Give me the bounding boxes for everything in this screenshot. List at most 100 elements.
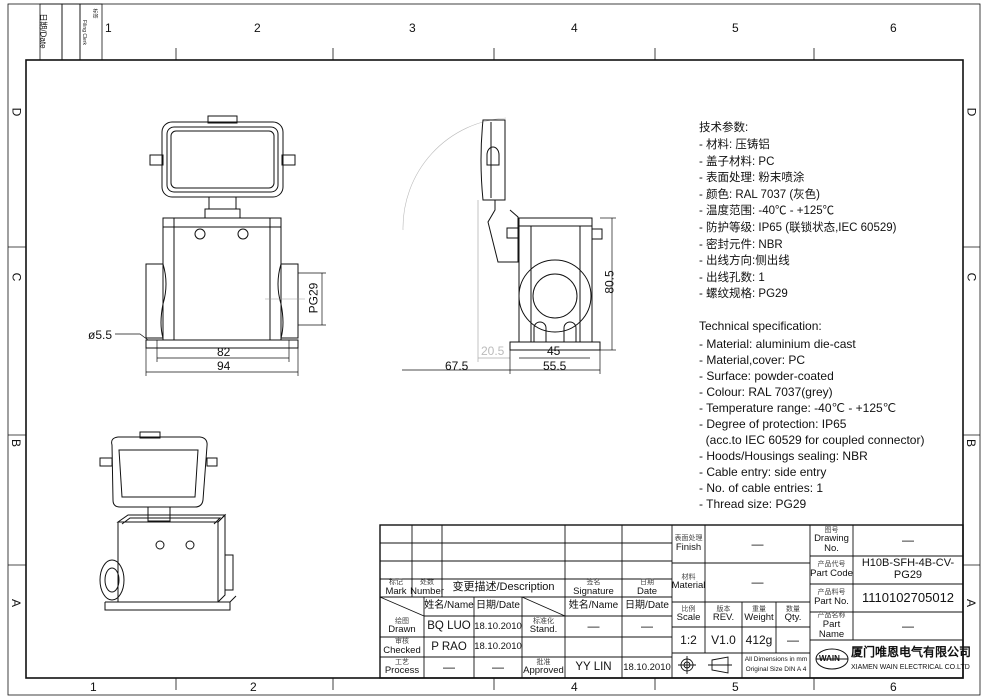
spec-en-line: - No. of cable entries: 1 xyxy=(699,481,824,495)
zone-row-a-right: A xyxy=(964,598,979,608)
tb-part-code-value: H10B-SFH-4B-CV-PG29 xyxy=(861,557,955,581)
spec-cn-line: - 表面处理: 粉末喷涂 xyxy=(699,172,805,185)
dim-67-5: 67.5 xyxy=(445,359,469,373)
dim-82: 82 xyxy=(217,345,231,359)
spec-en-list: - Material: aluminium die-cast - Materia… xyxy=(699,336,924,512)
spec-cn-line: - 螺纹规格: PG29 xyxy=(699,288,788,301)
tb-stand-date: — xyxy=(641,619,653,634)
tb-stand-name: — xyxy=(587,619,600,634)
zone-col-3: 3 xyxy=(409,21,416,35)
zone-col-5-bottom: 5 xyxy=(732,680,739,694)
company-name-cn: 厦门唯恩电气有限公司 xyxy=(851,645,972,659)
zone-col-2: 2 xyxy=(254,21,261,35)
zone-row-d: D xyxy=(9,107,24,117)
tb-name-header: 姓名/Name xyxy=(424,600,474,612)
zone-col-6: 6 xyxy=(890,21,897,35)
dim-45: 45 xyxy=(547,344,561,358)
title-block-grid xyxy=(379,524,964,679)
spec-en-line: - Hoods/Housings sealing: NBR xyxy=(699,449,868,463)
projection-symbol-icon xyxy=(678,656,732,674)
tb-drawn-name: BQ LUO xyxy=(427,620,471,633)
tb-drawing-no-value: — xyxy=(902,533,914,548)
dim-hole: ø5.5 xyxy=(88,328,113,342)
tb-part-no-value: 1110102705012 xyxy=(861,590,955,606)
tb-drawn-date: 18.10.2010 xyxy=(474,620,522,632)
spec-en-line: (acc.to IEC 60529 for coupled connector) xyxy=(699,433,925,447)
tb-part-name-value: — xyxy=(902,618,914,633)
spec-cn-line: - 密封元件: NBR xyxy=(699,238,783,251)
tb-description: 变更描述/Description xyxy=(452,581,555,594)
side-view xyxy=(402,117,603,351)
zone-col-4: 4 xyxy=(571,21,578,35)
spec-cn-line: - 盖子材料: PC xyxy=(699,155,775,168)
zone-col-6-bottom: 6 xyxy=(890,680,897,694)
zone-col-1-bottom: 1 xyxy=(90,680,97,694)
tb-finish-value: — xyxy=(751,536,764,551)
zone-row-c-right: C xyxy=(964,272,979,282)
tb-name-header-2: 姓名/Name xyxy=(568,600,619,612)
dim-80-5: 80.5 xyxy=(602,270,617,294)
tb-checked-name: P RAO xyxy=(431,640,467,653)
zone-row-b: B xyxy=(9,438,24,448)
spec-en-line: - Colour: RAL 7037(grey) xyxy=(699,385,833,399)
zone-row-b-right: B xyxy=(964,438,979,448)
tb-qty-value: — xyxy=(787,632,799,647)
stamp-filing-clerk-cn: 标签 xyxy=(91,8,98,19)
tb-approved-name: YY LIN xyxy=(575,661,612,674)
spec-cn-line: - 材料: 压铸铝 xyxy=(699,139,770,151)
spec-en-title: Technical specification: xyxy=(699,319,822,333)
zone-col-4-bottom: 4 xyxy=(571,680,578,694)
spec-en-line: - Material,cover: PC xyxy=(699,353,806,367)
isometric-view xyxy=(99,431,237,611)
side-dimensions xyxy=(402,200,616,374)
spec-en-line: - Thread size: PG29 xyxy=(699,497,807,511)
tb-checked-date: 18.10.2010 xyxy=(474,641,522,653)
company-name-en: XIAMEN WAIN ELECTRICAL CO.LTD xyxy=(851,664,970,671)
spec-en-line: - Surface: powder-coated xyxy=(699,369,834,383)
spec-en-line: - Degree of protection: IP65 xyxy=(699,417,847,431)
company-logo-text: WAIN xyxy=(819,654,840,663)
tb-process-date: — xyxy=(492,660,504,675)
spec-en-line: - Temperature range: -40℃ - +125℃ xyxy=(699,401,897,415)
stamp-filing-clerk: Filing Clerk xyxy=(81,19,88,46)
tb-scale-value: 1:2 xyxy=(680,632,697,647)
tb-material-value: — xyxy=(751,575,764,590)
zone-col-5: 5 xyxy=(732,21,739,35)
corner-stamp xyxy=(39,3,103,61)
zone-row-a: A xyxy=(9,598,24,608)
front-dimensions xyxy=(115,272,326,376)
zone-col-2-bottom: 2 xyxy=(250,680,257,694)
spec-cn-line: - 出线孔数: 1 xyxy=(699,271,765,284)
front-view xyxy=(145,115,305,349)
zone-ticks xyxy=(8,48,980,690)
dim-pg29: PG29 xyxy=(306,282,321,314)
outer-frame xyxy=(7,3,981,696)
tb-date-header: 日期/Date xyxy=(476,600,520,612)
tb-date-header-2: 日期/Date xyxy=(625,600,669,612)
dim-20-5: 20.5 xyxy=(481,344,505,358)
tb-rev-value: V1.0 xyxy=(711,632,736,647)
spec-cn-list: - 材料: 压铸铝 - 盖子材料: PC - 表面处理: 粉末喷涂 - 颜色: … xyxy=(699,137,896,303)
zone-row-d-right: D xyxy=(964,107,979,117)
zone-col-1: 1 xyxy=(105,21,112,35)
zone-row-c: C xyxy=(9,272,24,282)
spec-en-line: - Cable entry: side entry xyxy=(699,465,827,479)
